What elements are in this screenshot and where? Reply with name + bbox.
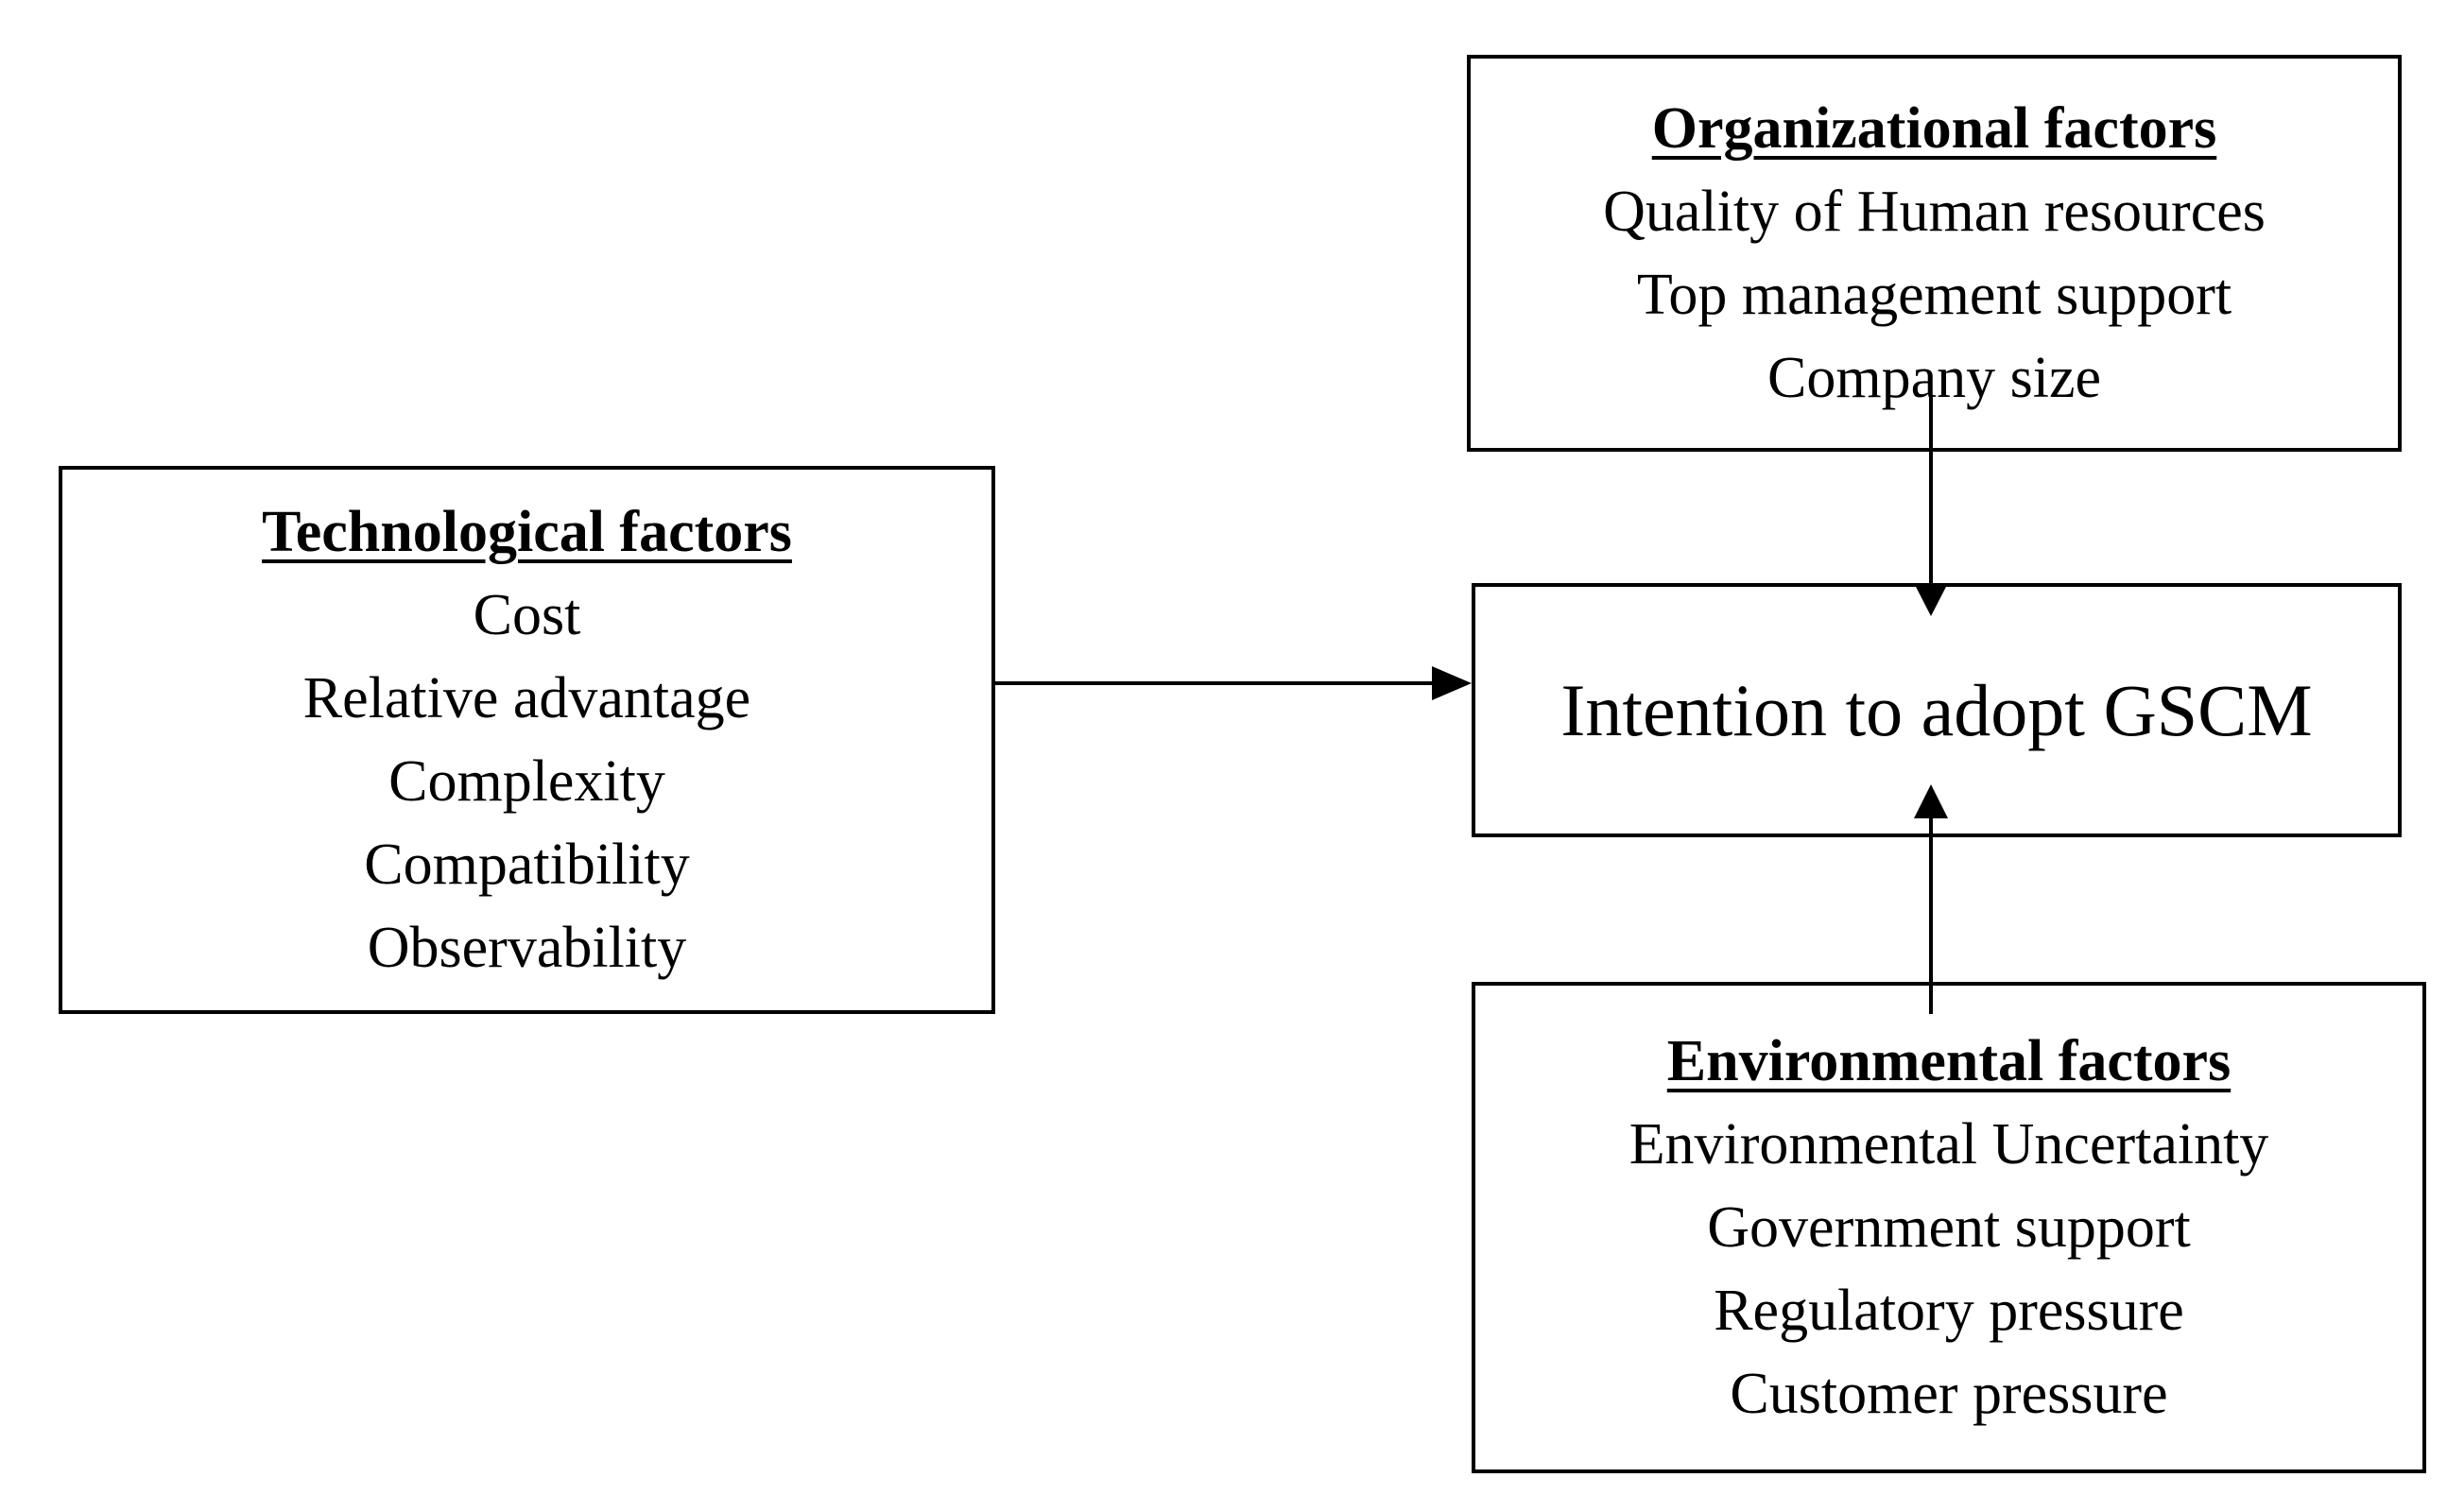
environmental-factors-title: Environmental factors	[1666, 1029, 2232, 1093]
organizational-factor-company-size: Company size	[1767, 346, 2101, 410]
organizational-factor-top-management: Top management support	[1636, 263, 2232, 327]
environmental-factor-uncertainty: Environmental Uncertainty	[1628, 1112, 2269, 1177]
arrowhead-tech-to-intention	[1432, 666, 1472, 700]
organizational-factor-human-resources: Quality of Human resources	[1603, 180, 2266, 244]
intention-label: Intention to adopt GSCM	[1560, 668, 2313, 751]
technological-factor-cost: Cost	[473, 583, 581, 647]
technological-factor-observability: Observability	[367, 916, 687, 980]
environmental-factor-regulatory-pressure: Regulatory pressure	[1714, 1279, 2184, 1343]
organizational-factors-box: Organizational factors Quality of Human …	[1467, 55, 2402, 452]
environmental-factors-box: Environmental factors Environmental Unce…	[1472, 982, 2426, 1473]
environmental-factor-customer-pressure: Customer pressure	[1730, 1362, 2168, 1426]
technological-factor-compatibility: Compatibility	[364, 833, 690, 897]
intention-box: Intention to adopt GSCM	[1472, 583, 2402, 837]
technological-factors-box: Technological factors Cost Relative adva…	[59, 466, 995, 1014]
technological-factor-complexity: Complexity	[388, 749, 665, 814]
technological-factor-relative-advantage: Relative advantage	[302, 666, 751, 730]
organizational-factors-title: Organizational factors	[1651, 96, 2217, 161]
technological-factors-title: Technological factors	[262, 500, 792, 564]
environmental-factor-government-support: Government support	[1707, 1195, 2191, 1260]
